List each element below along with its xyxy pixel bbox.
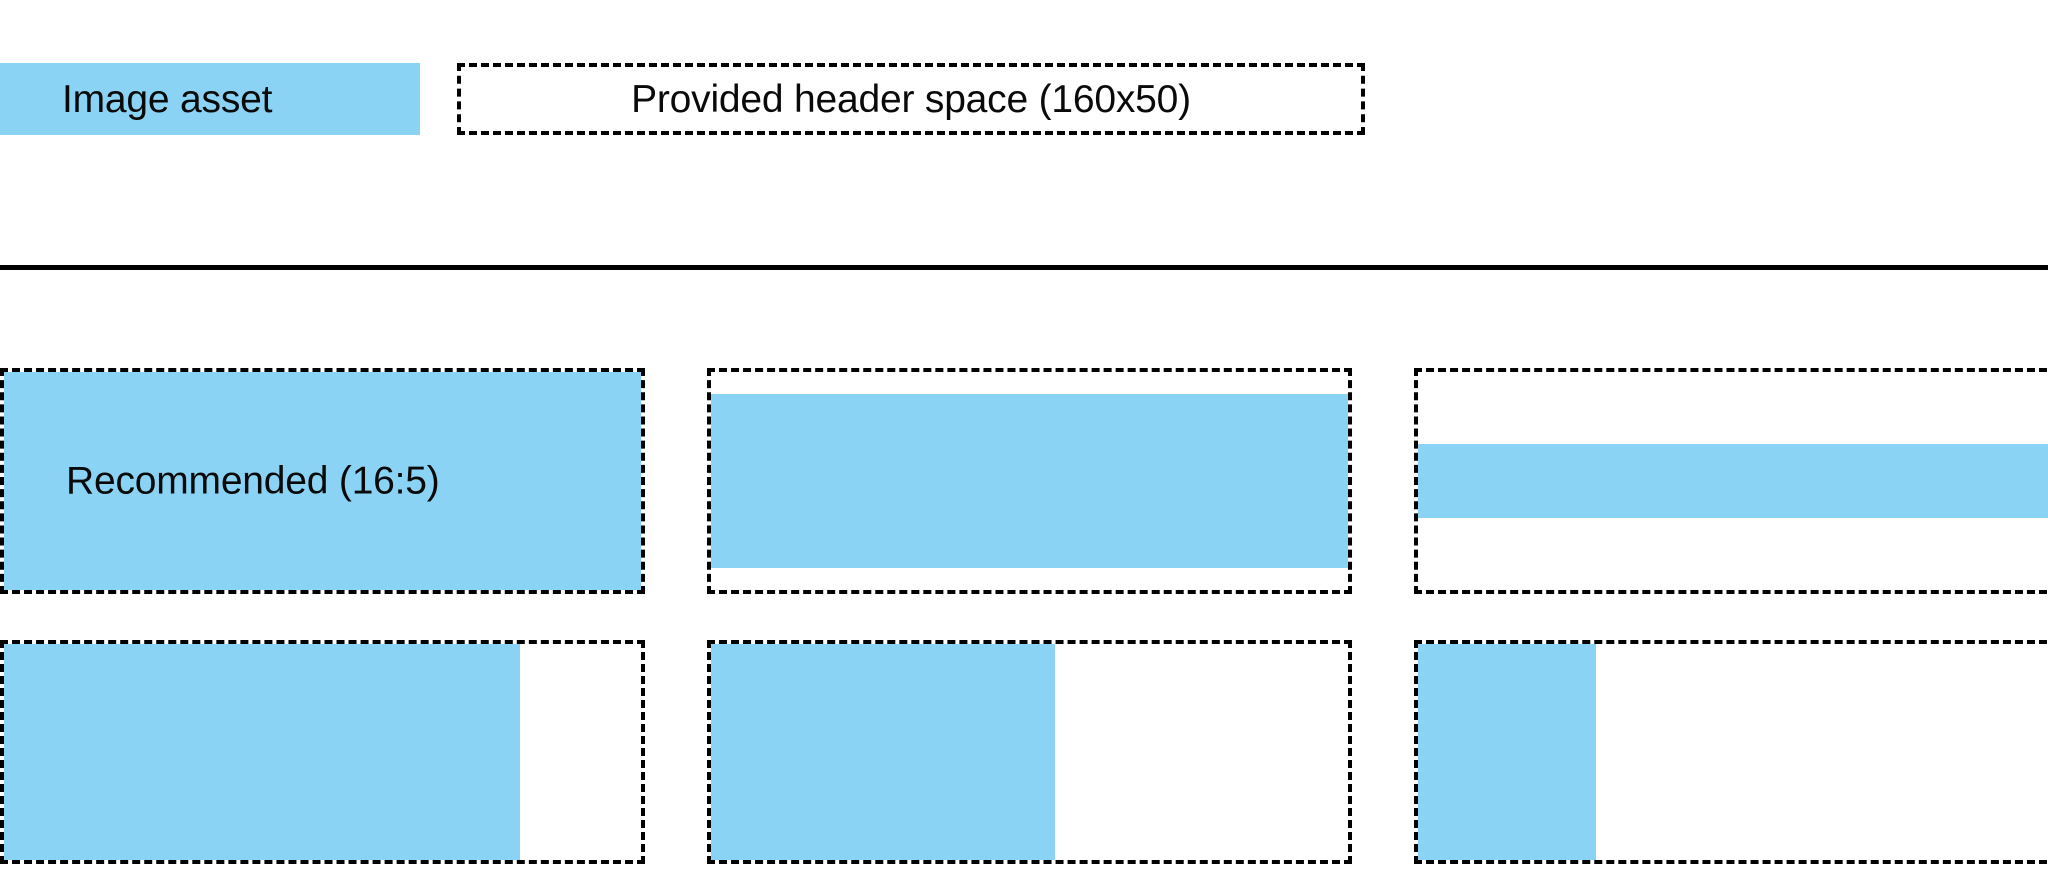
examples-row-recommended: Recommended (16:5) bbox=[0, 368, 2048, 594]
cell-wide-band-fill bbox=[1414, 368, 2048, 594]
cell-fill-area bbox=[4, 644, 520, 860]
cell-fill-area bbox=[1418, 644, 1597, 860]
legend-provided-header-space-box: Provided header space (160x50) bbox=[457, 63, 1365, 135]
cell-fill-54-percent bbox=[707, 640, 1352, 864]
cell-recommended-16-5: Recommended (16:5) bbox=[0, 368, 645, 594]
legend-provided-header-space-label: Provided header space (160x50) bbox=[631, 77, 1191, 121]
legend-image-asset-label: Image asset bbox=[62, 77, 273, 121]
examples-row-narrow-fills bbox=[0, 640, 2048, 864]
legend-image-asset-swatch: Image asset bbox=[0, 63, 420, 135]
cell-fill-area bbox=[711, 644, 1055, 860]
cell-recommended-label: Recommended (16:5) bbox=[66, 459, 440, 503]
cell-fill-area bbox=[1418, 443, 2048, 519]
cell-fill-28-percent bbox=[1414, 640, 2048, 864]
cell-fill-area bbox=[711, 393, 1348, 569]
cell-fill-area bbox=[4, 372, 641, 590]
section-divider-line bbox=[0, 265, 2048, 270]
cell-fill-81-percent bbox=[0, 640, 645, 864]
examples-grid: Recommended (16:5) bbox=[0, 368, 2048, 864]
cell-wide-short-fill bbox=[707, 368, 1352, 594]
legend-row: Image asset Provided header space (160x5… bbox=[0, 63, 1365, 135]
